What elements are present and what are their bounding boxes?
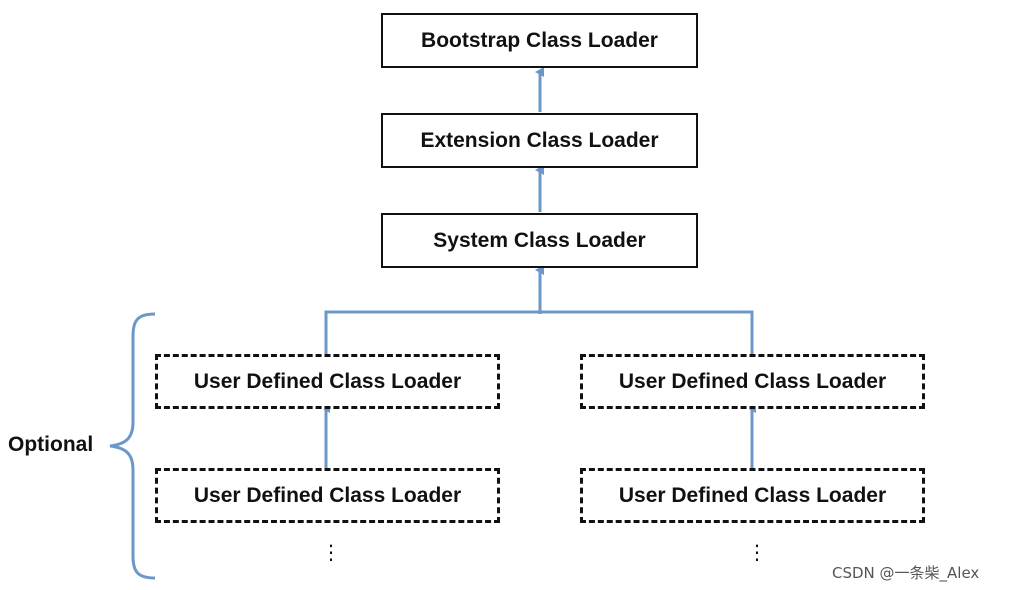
user-defined-class-loader-box-left-1: User Defined Class Loader: [155, 354, 500, 409]
optional-label: Optional: [8, 433, 94, 456]
bootstrap-class-loader-box: Bootstrap Class Loader: [381, 13, 698, 68]
bootstrap-class-loader-label: Bootstrap Class Loader: [421, 28, 658, 52]
system-class-loader-box: System Class Loader: [381, 213, 698, 268]
extension-class-loader-box: Extension Class Loader: [381, 113, 698, 168]
user-defined-class-loader-label: User Defined Class Loader: [618, 369, 887, 393]
extension-class-loader-label: Extension Class Loader: [420, 128, 659, 152]
continuation-dots-right: ⋮: [747, 540, 767, 564]
user-defined-class-loader-box-right-2: User Defined Class Loader: [580, 468, 925, 523]
user-defined-class-loader-label: User Defined Class Loader: [193, 369, 462, 393]
optional-brace: [109, 312, 156, 580]
user-defined-class-loader-box-right-1: User Defined Class Loader: [580, 354, 925, 409]
edge-user-left-to-system: [324, 310, 540, 354]
user-defined-class-loader-label: User Defined Class Loader: [618, 483, 887, 507]
user-defined-class-loader-label: User Defined Class Loader: [193, 483, 462, 507]
user-defined-class-loader-box-left-2: User Defined Class Loader: [155, 468, 500, 523]
watermark-text: CSDN @一条柴_Alex: [832, 564, 980, 582]
edge-user-right-to-system: [540, 310, 754, 354]
system-class-loader-label: System Class Loader: [433, 228, 646, 252]
continuation-dots-left: ⋮: [321, 540, 341, 564]
